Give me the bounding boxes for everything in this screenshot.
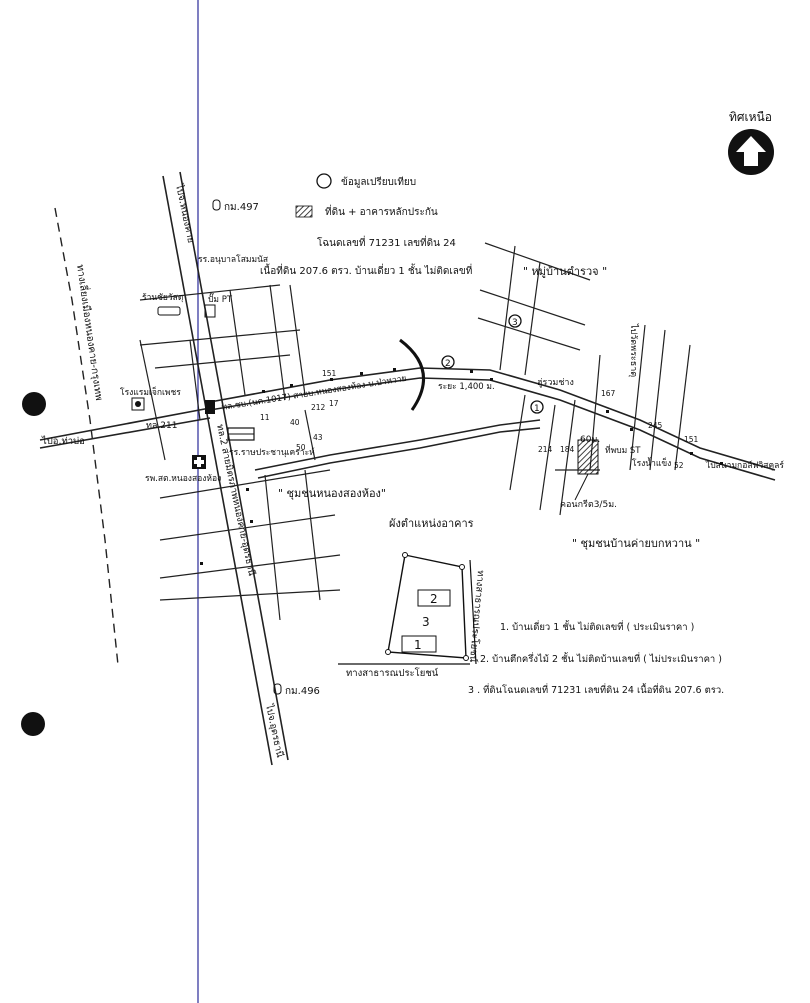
north-arrow-icon bbox=[728, 129, 774, 175]
plan-lot-3: 3 bbox=[422, 615, 430, 629]
svg-text:17: 17 bbox=[329, 399, 339, 408]
to-thabo-label: ไปอ.ท่าบ่อ bbox=[41, 435, 85, 447]
svg-text:167: 167 bbox=[601, 389, 616, 398]
punch-hole-bottom bbox=[21, 712, 45, 736]
svg-text:50: 50 bbox=[296, 443, 306, 452]
to-nongkhai-label: ไปจ.หนองคาย bbox=[173, 182, 197, 244]
svg-text:184: 184 bbox=[560, 445, 575, 454]
condo-label: คอนกรีต3/5ม. bbox=[560, 499, 617, 510]
plan-road-bottom: ทางสาธารณประโยชน์ bbox=[346, 667, 439, 679]
plan-building-2: 2 bbox=[430, 592, 438, 606]
distance-label: ระยะ 1,400 ม. bbox=[438, 382, 495, 392]
car-icon bbox=[157, 306, 181, 316]
collateral-plot bbox=[577, 439, 599, 475]
km496-marker: กม.496 bbox=[273, 683, 320, 697]
svg-text:245: 245 bbox=[648, 421, 663, 430]
highway-2-west bbox=[162, 175, 273, 766]
marker-3: 3 bbox=[508, 314, 522, 328]
legend-circle-label: ข้อมูลเปรียบเทียบ bbox=[341, 176, 416, 188]
rural-road-north bbox=[209, 367, 776, 471]
town-grid bbox=[139, 284, 341, 621]
school-anuban-label: รร.อนุบาลโสมมนัส bbox=[198, 254, 269, 265]
shop-label: ร้านชัยวัสดุ bbox=[142, 292, 183, 303]
punch-hole-top bbox=[22, 392, 46, 416]
stadium-label: ไปสนามกอล์ฟวิสคูลร์ bbox=[705, 460, 784, 471]
north-label: ทิศเหนือ bbox=[729, 110, 772, 124]
bypass-road bbox=[54, 207, 119, 666]
plan-road-right: ทางสาธารณประโยชน์ bbox=[467, 570, 487, 663]
house-number-labels: 151 212 17 43 40 11 50 167 245 151 214 1… bbox=[260, 369, 699, 470]
st-label: ที่พบม ST bbox=[605, 444, 641, 456]
legend-area-line: เนื้อที่ดิน 207.6 ตรว. บ้านเดี่ยว 1 ชั้น… bbox=[260, 263, 472, 277]
south-road bbox=[254, 419, 541, 471]
south-road-b bbox=[257, 427, 541, 479]
gas-station-icon bbox=[204, 304, 216, 318]
svg-text:กม.496: กม.496 bbox=[285, 686, 320, 697]
note-3: 3 . ที่ดินโฉนดเลขที่ 71231 เลขที่ดิน 24 … bbox=[468, 683, 724, 696]
svg-text:43: 43 bbox=[313, 433, 323, 442]
police-village-label: " หมู่บ้านตำรวจ " bbox=[523, 265, 607, 278]
school-icon bbox=[227, 427, 255, 441]
building-plan bbox=[338, 552, 477, 665]
svg-text:52: 52 bbox=[674, 461, 684, 470]
legend-circle-icon bbox=[316, 173, 332, 189]
km497-marker: กม.497 bbox=[212, 199, 259, 213]
svg-text:3: 3 bbox=[512, 318, 518, 328]
marker-1: 1 bbox=[530, 400, 544, 414]
plan-title: ผังตำแหน่งอาคาร bbox=[389, 517, 474, 530]
gas-station-label: ปั๊ม PT bbox=[208, 292, 233, 305]
hotel-icon bbox=[131, 397, 145, 411]
svg-text:11: 11 bbox=[260, 413, 270, 422]
svg-text:214: 214 bbox=[538, 445, 553, 454]
note-1: 1. บ้านเดี่ยว 1 ชั้น ไม่ติดเลขที่ ( ประเ… bbox=[500, 620, 694, 633]
police-village-grid bbox=[477, 242, 591, 376]
highway-2-east bbox=[179, 171, 289, 761]
svg-text:40: 40 bbox=[290, 418, 300, 427]
legend-hatch-label: ที่ดิน + อาคารหลักประกัน bbox=[325, 204, 438, 218]
school-rat-label: รร.ราษประชานุเคราะห์ bbox=[229, 447, 315, 458]
hwy211-label: ทล.211 bbox=[146, 421, 178, 431]
community-bankhaibok-label: " ชุมชนบ้านค่ายบกหวาน " bbox=[572, 537, 700, 550]
shrine-road-label: ไปวัดพระธาตุ bbox=[628, 323, 639, 377]
community-nongsong-label: " ชุมชนหนองสองห้อง" bbox=[278, 487, 386, 500]
bypass-road-label: ทางเลี่ยงเมืองหนองคาย-กรุงเทพ bbox=[74, 263, 107, 401]
bracket-curve bbox=[399, 338, 426, 411]
road-211-b bbox=[39, 417, 211, 449]
svg-text:กม.497: กม.497 bbox=[224, 202, 259, 213]
svg-text:151: 151 bbox=[684, 435, 699, 444]
plan-building-1: 1 bbox=[414, 638, 422, 652]
collateral-pointer bbox=[574, 473, 589, 501]
hotel-label: โรงแรมเจ็กเพชร bbox=[120, 386, 181, 398]
junction-label: ฮู่รวมช่าง bbox=[537, 378, 574, 388]
legend-deed-line: โฉนดเลขที่ 71231 เลขที่ดิน 24 bbox=[317, 235, 456, 249]
hospital-icon bbox=[192, 455, 206, 469]
svg-text:212: 212 bbox=[311, 403, 326, 412]
road-211 bbox=[39, 407, 211, 441]
landmark-dots bbox=[200, 368, 723, 565]
svg-text:1: 1 bbox=[534, 404, 540, 414]
road-width-label: 60ม. bbox=[580, 435, 600, 445]
highway-2-label: ทล.2 สายมิตรภาพหนองคาย-อุดรธานี bbox=[214, 423, 258, 577]
note-2: 2. บ้านตึกครึ่งไม้ 2 ชั้น ไม่ติดบ้านเลขท… bbox=[480, 652, 722, 665]
factory-label: โรงน้ำแข็ง bbox=[632, 457, 671, 469]
tower-icon bbox=[205, 400, 215, 414]
svg-text:2: 2 bbox=[445, 359, 451, 369]
marker-2: 2 bbox=[441, 355, 455, 369]
legend-hatch-icon bbox=[295, 205, 313, 218]
svg-text:151: 151 bbox=[322, 369, 337, 378]
hospital-label: รพ.สต.หนองสองห้อง bbox=[145, 473, 221, 484]
